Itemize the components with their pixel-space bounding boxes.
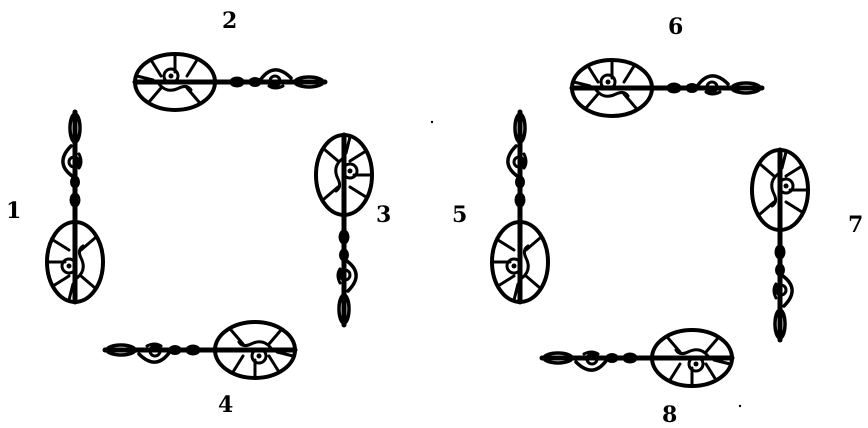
label-7: 7: [848, 212, 863, 238]
organism-8: [542, 330, 732, 386]
ink-speck: [430, 120, 434, 124]
label-5: 5: [452, 202, 467, 228]
label-2: 2: [222, 8, 237, 34]
label-8: 8: [662, 402, 677, 428]
label-1: 1: [6, 198, 21, 224]
label-3: 3: [376, 202, 391, 228]
label-6: 6: [668, 14, 683, 40]
label-4: 4: [218, 392, 233, 418]
organism-5: [492, 112, 548, 302]
ink-speck: [738, 404, 742, 408]
organism-2: [135, 54, 325, 110]
organism-1: [47, 112, 103, 302]
organism-7: [752, 150, 808, 340]
organism-3: [316, 135, 372, 325]
organism-6: [572, 60, 762, 116]
organism-4: [105, 322, 295, 378]
